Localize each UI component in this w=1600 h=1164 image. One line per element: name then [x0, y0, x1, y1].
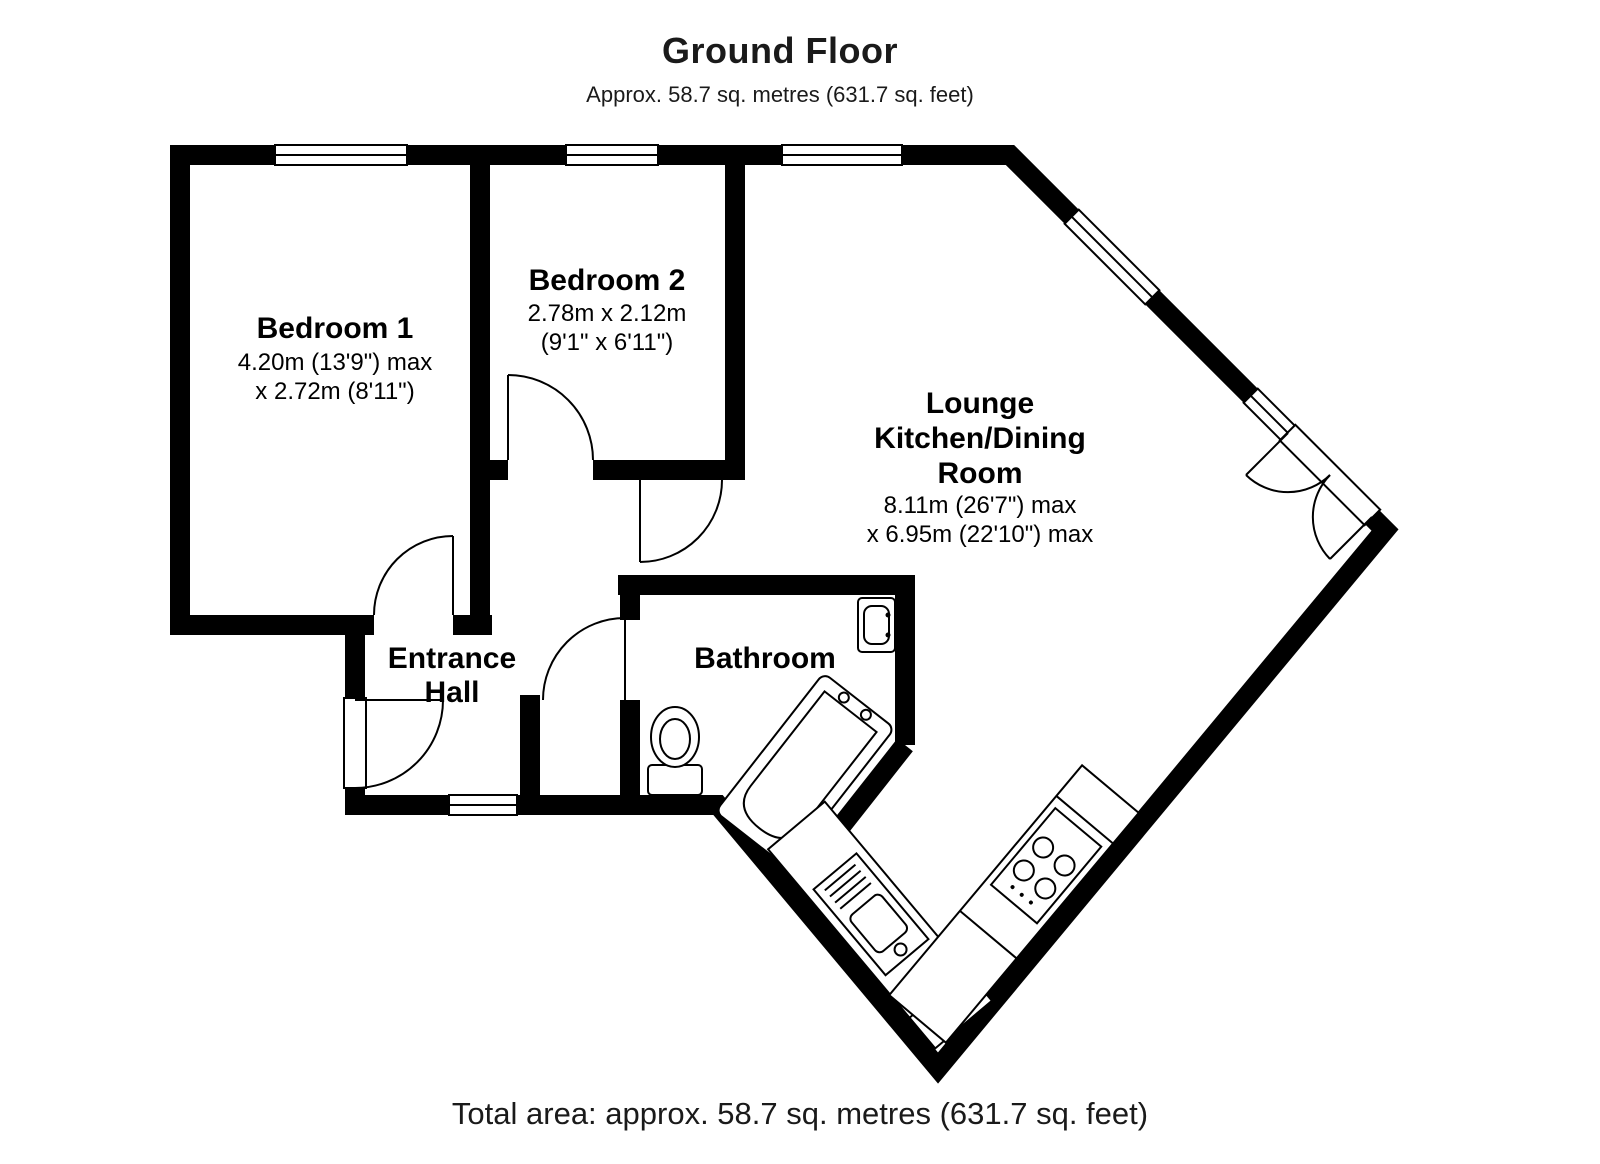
bedroom1-dim1: 4.20m (13'9") max [238, 349, 433, 376]
bathroom-sink [857, 597, 896, 653]
window-bedroom2 [565, 144, 659, 166]
door-lounge-hall [639, 479, 723, 563]
bedroom1-name: Bedroom 1 [257, 312, 414, 345]
lounge-name-3: Room [938, 457, 1023, 490]
interior-walls [345, 150, 915, 898]
plan-subtitle: Approx. 58.7 sq. metres (631.7 sq. feet) [586, 82, 974, 107]
hall-name-1: Entrance [388, 642, 516, 675]
lounge-label: Lounge Kitchen/Dining Room 8.11m (26'7")… [867, 387, 1094, 548]
entrance-door [343, 697, 444, 789]
window-bedroom1 [274, 144, 408, 166]
window-lounge-top [781, 144, 903, 166]
door-bedroom2 [507, 374, 594, 461]
hob [989, 806, 1103, 925]
plan-title: Ground Floor [662, 30, 898, 71]
bedroom2-name: Bedroom 2 [529, 264, 686, 297]
hall-name-2: Hall [424, 676, 479, 709]
lounge-name-2: Kitchen/Dining [874, 422, 1086, 455]
lounge-exterior-door [1245, 423, 1382, 560]
bedroom2-label: Bedroom 2 2.78m x 2.12m (9'1" x 6'11") [528, 264, 687, 356]
hall-label: Entrance Hall [388, 642, 516, 709]
bathroom-name: Bathroom [694, 642, 836, 675]
lounge-name-1: Lounge [926, 387, 1034, 420]
bedroom2-dim2: (9'1" x 6'11") [541, 329, 673, 356]
bathroom-label: Bathroom [694, 642, 836, 675]
outer-walls [170, 145, 1399, 1084]
kitchen-sink [812, 851, 930, 977]
toilet [647, 706, 703, 796]
bedroom1-label: Bedroom 1 4.20m (13'9") max x 2.72m (8'1… [238, 312, 433, 405]
window-hall [448, 794, 518, 816]
door-bathroom [542, 617, 626, 701]
lounge-dim1: 8.11m (26'7") max [884, 492, 1077, 519]
window-lounge-diagonal-1 [1063, 208, 1161, 306]
plan-header: Ground Floor Approx. 58.7 sq. metres (63… [0, 30, 1560, 108]
door-bedroom1 [373, 535, 454, 616]
lounge-dim2: x 6.95m (22'10") max [867, 521, 1094, 548]
total-area-label: Total area: approx. 58.7 sq. metres (631… [451, 1096, 1149, 1131]
kitchen-counter-right [887, 763, 1141, 1045]
bedroom2-dim1: 2.78m x 2.12m [528, 300, 687, 327]
bedroom1-dim2: x 2.72m (8'11") [255, 378, 414, 405]
